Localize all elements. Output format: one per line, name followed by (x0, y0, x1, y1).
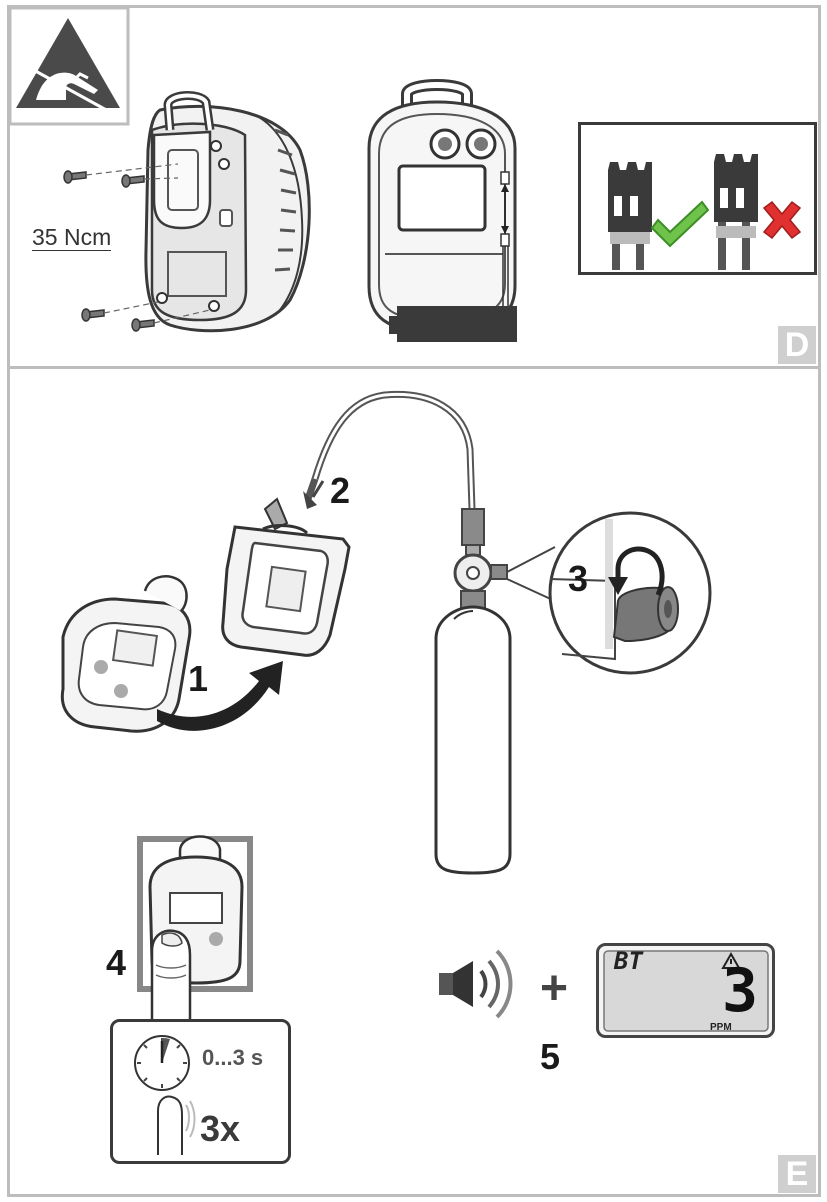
connector-check-box (578, 122, 817, 275)
panel-e: 1 2 3 4 5 0...3 s 3x (7, 366, 821, 1197)
finger-repeat-icon (157, 1095, 196, 1155)
speaker-icon (439, 949, 513, 1019)
finger-press-icon (150, 929, 192, 1031)
lcd-unit: PPM (710, 1022, 732, 1033)
step-5: 5 (540, 1036, 561, 1077)
step-1: 1 (188, 658, 209, 699)
rotate-arrow-icon (608, 546, 665, 597)
stopwatch-icon (134, 1035, 190, 1091)
step-2: 2 (330, 470, 351, 511)
panel-letter-e: E (778, 1155, 816, 1193)
panel-letter-d: D (778, 326, 816, 364)
calibration-holder-illustration (60, 480, 351, 733)
esd-warning-icon (8, 6, 130, 126)
plus-sign: + (540, 962, 569, 1015)
connector-correct (608, 162, 652, 270)
torque-label: 35 Ncm (32, 224, 112, 251)
lcd-mode: BT (614, 947, 643, 975)
panel-d: 35 Ncm (7, 5, 821, 369)
timing-duration: 0...3 s (202, 1045, 264, 1070)
step-4: 4 (106, 942, 127, 983)
warning-triangle-icon (721, 951, 741, 969)
connector-incorrect (714, 154, 758, 270)
checkmark-icon (650, 200, 710, 248)
lcd-value: 3 (722, 956, 759, 1026)
device-back-illustration (63, 91, 311, 333)
gas-cylinder-illustration (304, 390, 712, 875)
cross-icon (762, 200, 802, 240)
step-3: 3 (568, 558, 589, 599)
device-front-illustration (367, 79, 517, 342)
timing-repeat: 3x (200, 1108, 241, 1149)
